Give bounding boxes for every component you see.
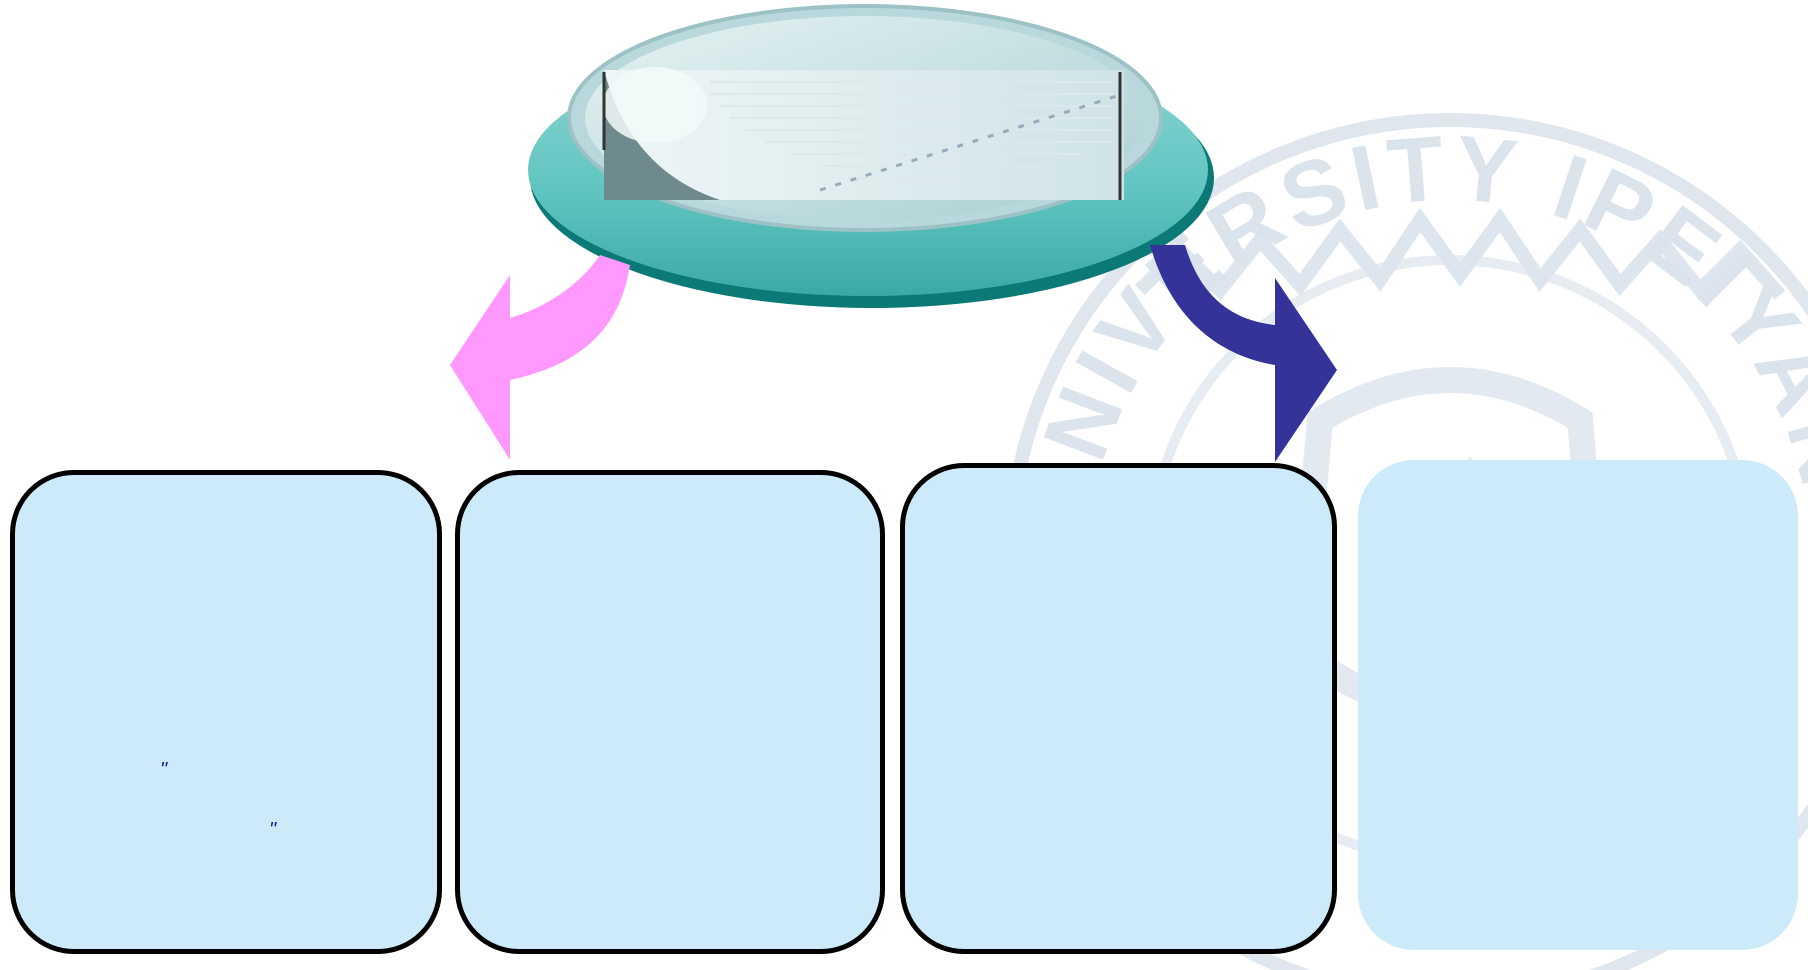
- curved-arrow-right: [1150, 245, 1337, 462]
- concept-box-4: [1358, 460, 1798, 950]
- close-quote-mark: ": [269, 819, 277, 841]
- concept-box-1: " ": [10, 470, 442, 954]
- concept-box-2: [455, 470, 885, 954]
- central-hub-disc: [528, 4, 1214, 308]
- curved-arrow-left: [450, 255, 630, 460]
- concept-box-3: [900, 463, 1337, 954]
- open-quote-mark: ": [160, 759, 168, 781]
